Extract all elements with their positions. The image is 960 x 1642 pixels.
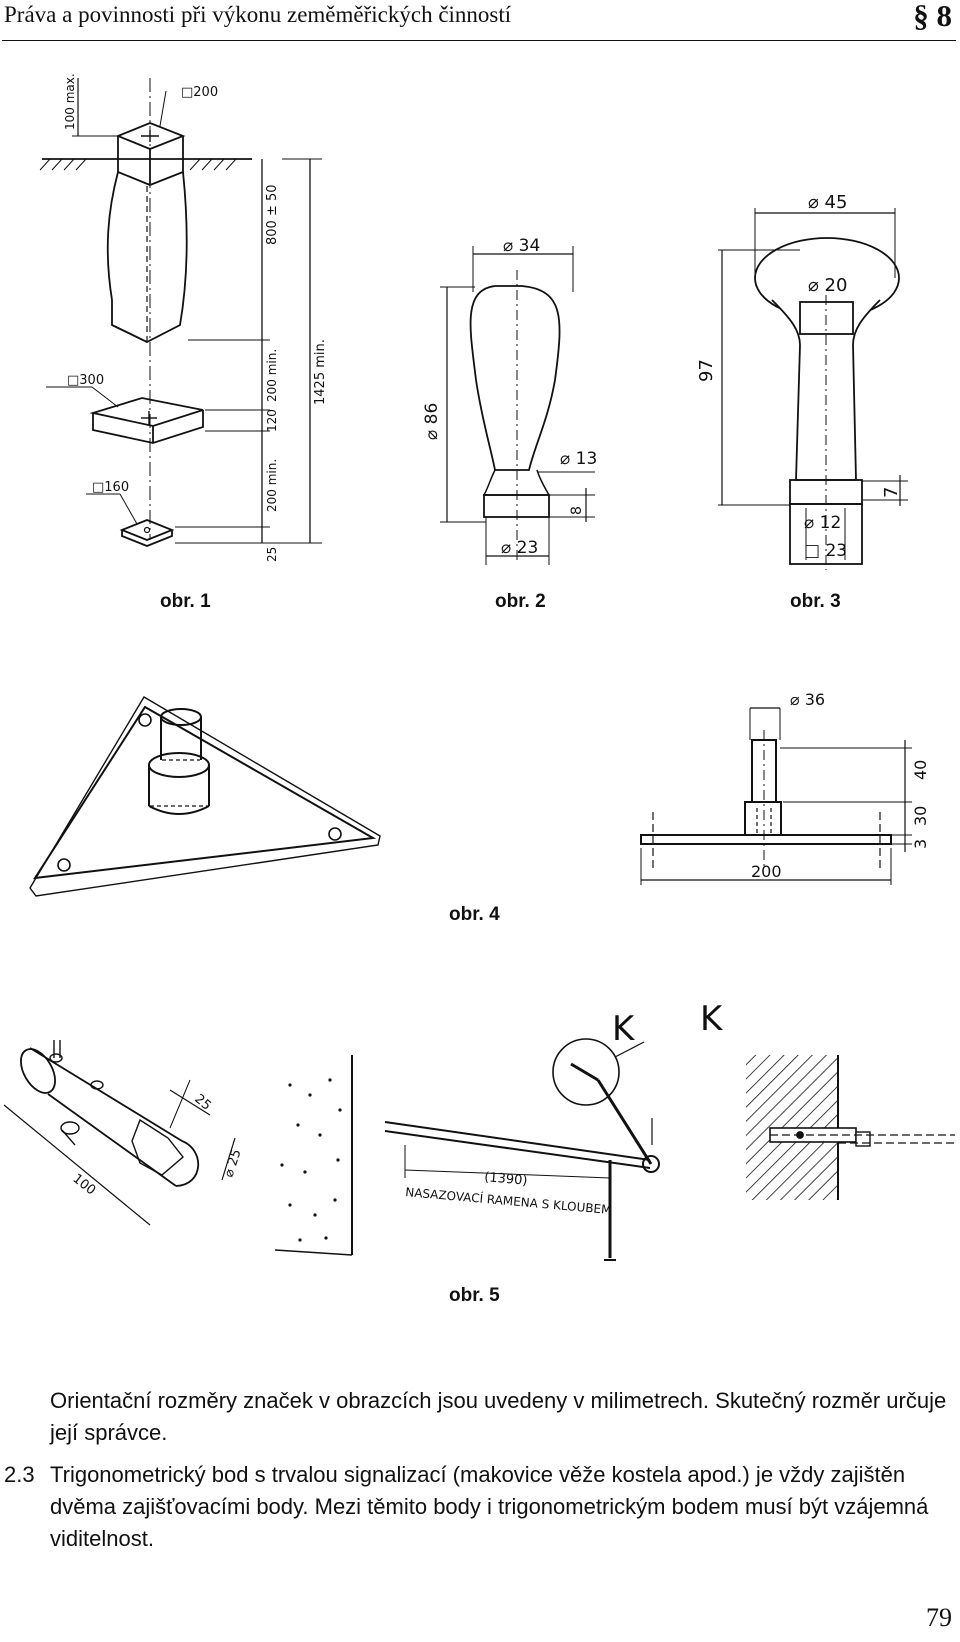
figure-4-labels: ⌀ 36 40 30 3 200 bbox=[751, 690, 930, 881]
caption-obr-1: obr. 1 bbox=[160, 591, 211, 612]
label-k-right: K bbox=[700, 999, 724, 1039]
label-d12: ⌀ 12 bbox=[804, 513, 841, 533]
label-40: 40 bbox=[911, 760, 930, 780]
plate-300 bbox=[89, 397, 204, 427]
label-200-min-lower: 200 min. bbox=[265, 459, 279, 512]
caption-obr-5: obr. 5 bbox=[449, 1285, 500, 1306]
plate-160 bbox=[119, 519, 175, 541]
rod-end bbox=[20, 1048, 56, 1094]
label-100: 100 bbox=[70, 1171, 99, 1198]
figure-1-labels: □200 100 max. 800 ± 50 □300 200 min. 120… bbox=[63, 73, 328, 562]
label-800: 800 ± 50 bbox=[265, 184, 280, 245]
label-d36: ⌀ 36 bbox=[790, 690, 825, 709]
label-97: 97 bbox=[696, 359, 717, 382]
label-7: 7 bbox=[881, 487, 902, 498]
label-3: 3 bbox=[911, 839, 930, 849]
paragraph-number: 2.3 bbox=[4, 1462, 35, 1487]
figure-1 bbox=[39, 78, 322, 547]
label-d34: ⌀ 34 bbox=[503, 236, 540, 256]
label-25-head: 25 bbox=[191, 1092, 213, 1114]
label-k-left: K bbox=[612, 1009, 636, 1049]
label-d13: ⌀ 13 bbox=[560, 449, 597, 469]
label-arm-note: NASAZOVACÍ RAMENA S KLOUBEM bbox=[405, 1184, 612, 1217]
figure-5-labels: 25 100 ⌀ 25 (1390) NASAZOVACÍ RAMENA S K… bbox=[70, 999, 724, 1217]
figure-3 bbox=[718, 208, 908, 570]
figure-3-labels: ⌀ 45 ⌀ 20 97 7 ⌀ 12 □ 23 bbox=[696, 192, 902, 561]
label-30: 30 bbox=[911, 806, 930, 826]
label-d86: ⌀ 86 bbox=[422, 403, 442, 440]
page-header: Práva a povinnosti při výkonu zeměměřick… bbox=[2, 0, 956, 41]
label-120: 120 bbox=[265, 409, 279, 432]
label-square-200: □200 bbox=[181, 85, 218, 100]
paragraph-dimensions-note: Orientační rozměry značek v obrazcích js… bbox=[50, 1388, 947, 1445]
label-100-max: 100 max. bbox=[63, 73, 77, 130]
caption-obr-3: obr. 3 bbox=[790, 591, 841, 612]
section-number: § 8 bbox=[913, 0, 952, 33]
base-plate-side bbox=[640, 834, 892, 845]
label-square-300: □300 bbox=[67, 373, 104, 388]
label-sq23: □ 23 bbox=[804, 541, 847, 561]
label-d20: ⌀ 20 bbox=[808, 275, 847, 296]
label-d45: ⌀ 45 bbox=[808, 192, 847, 213]
caption-obr-2: obr. 2 bbox=[495, 591, 546, 612]
pin-body bbox=[469, 285, 561, 471]
paragraph-trig-point: Trigonometrický bod s trvalou signalizac… bbox=[50, 1462, 929, 1551]
label-d23: ⌀ 23 bbox=[501, 538, 538, 558]
label-8: 8 bbox=[569, 506, 585, 515]
label-200-min-upper: 200 min. bbox=[265, 349, 279, 402]
label-200: 200 bbox=[751, 862, 782, 881]
caption-obr-4: obr. 4 bbox=[449, 904, 500, 925]
label-25: 25 bbox=[265, 547, 279, 562]
triangle-plate bbox=[33, 705, 377, 880]
figure-2 bbox=[440, 246, 595, 565]
label-1425-min: 1425 min. bbox=[313, 339, 328, 405]
page-number: 79 bbox=[926, 1603, 952, 1632]
figure-5 bbox=[3, 1038, 955, 1261]
label-d25: ⌀ 25 bbox=[222, 1147, 245, 1179]
figure-2-labels: ⌀ 34 ⌀ 86 ⌀ 13 8 ⌀ 23 bbox=[422, 236, 597, 558]
label-square-160: □160 bbox=[92, 480, 129, 495]
detail-circle bbox=[552, 1038, 620, 1106]
figure-4 bbox=[29, 696, 912, 897]
header-title: Práva a povinnosti při výkonu zeměměřick… bbox=[4, 2, 512, 27]
collar-side bbox=[744, 801, 782, 836]
label-1390: (1390) bbox=[484, 1170, 528, 1189]
